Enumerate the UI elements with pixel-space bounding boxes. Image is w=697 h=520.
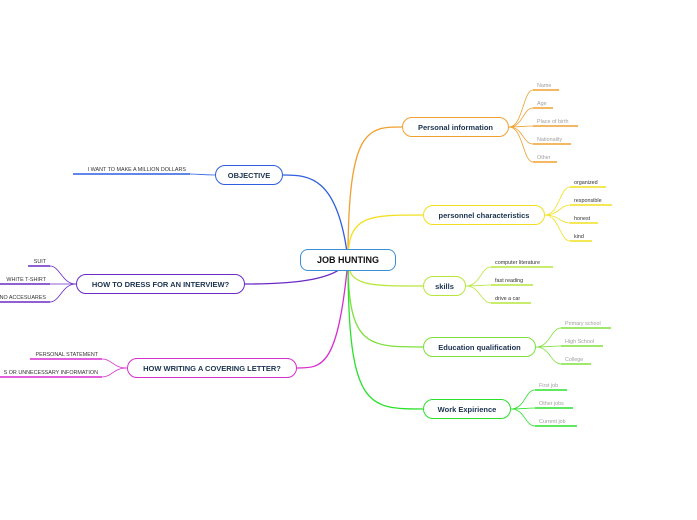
connector-characteristics (347, 214, 424, 261)
leaf-connector-characteristics-1 (544, 186, 571, 216)
leaf-connector-personal-2 (508, 107, 534, 128)
leaf-connector-education-3 (535, 346, 562, 365)
branch-personnel-characteristics[interactable]: personnel characteristics (423, 205, 545, 225)
connector-objective (282, 174, 349, 261)
leaf-skills-3[interactable]: drive a car (495, 296, 521, 302)
leaf-connector-work-1 (510, 389, 536, 410)
branch-personal-information[interactable]: Personal information (402, 117, 509, 137)
leaf-characteristics-4[interactable]: kind (574, 234, 584, 240)
leaf-skills-2[interactable]: fast reading (495, 278, 524, 284)
leaf-personal-2[interactable]: Age (537, 101, 547, 107)
leaf-education-2[interactable]: High School (565, 339, 595, 345)
leaf-connector-skills-3 (465, 285, 492, 304)
branch-objective[interactable]: OBJECTIVE (215, 165, 283, 185)
leaf-objective-1[interactable]: I WANT TO MAKE A MILLION DOLLARS (87, 167, 186, 173)
leaf-characteristics-3[interactable]: honest (574, 216, 591, 222)
leaf-connector-characteristics-4 (544, 214, 571, 242)
leaf-work-3[interactable]: Current job (539, 419, 566, 425)
leaf-personal-5[interactable]: Other (537, 155, 551, 161)
leaf-connector-objective-1 (189, 173, 216, 176)
leaf-work-2[interactable]: Other jobs (539, 401, 564, 407)
leaf-connector-work-3 (510, 408, 536, 427)
leaf-connector-characteristics-3 (544, 214, 571, 224)
connector-letter (296, 259, 349, 369)
leaf-connector-dress-3 (49, 283, 77, 303)
leaf-connector-education-1 (535, 327, 562, 348)
leaf-connector-letter-1 (101, 358, 128, 369)
leaf-skills-1[interactable]: computer literature (495, 260, 540, 266)
leaf-connector-skills-1 (465, 266, 492, 287)
branch-skills[interactable]: skills (423, 276, 466, 296)
branch-how-to-dress[interactable]: HOW TO DRESS FOR AN INTERVIEW? (76, 274, 245, 294)
branch-covering-letter[interactable]: HOW WRITING A COVERING LETTER? (127, 358, 297, 378)
leaf-letter-1[interactable]: PERSONAL STATEMENT (35, 352, 99, 358)
leaf-education-1[interactable]: Primary school (565, 321, 601, 327)
leaf-dress-2[interactable]: WHITE T-SHIRT (6, 277, 46, 283)
leaf-connector-characteristics-2 (544, 204, 571, 216)
leaf-connector-dress-1 (49, 265, 77, 285)
connector-personal (347, 126, 403, 261)
connector-work (347, 259, 424, 410)
leaf-dress-3[interactable]: NO ACCESUARES (0, 295, 46, 301)
leaf-letter-2[interactable]: S OR UNNECESSARY INFORMATION (3, 370, 98, 376)
leaf-dress-1[interactable]: SUIT (33, 259, 46, 265)
leaf-work-1[interactable]: First job (539, 383, 559, 389)
leaf-connector-personal-1 (508, 89, 534, 128)
leaf-characteristics-2[interactable]: responsible (574, 198, 602, 204)
leaf-personal-1[interactable]: Name (537, 83, 552, 89)
leaf-education-3[interactable]: College (565, 357, 584, 363)
central-topic-job-hunting[interactable]: JOB HUNTING (300, 249, 396, 271)
leaf-characteristics-1[interactable]: organized (574, 180, 598, 186)
leaf-connector-letter-2 (101, 367, 128, 378)
leaf-connector-personal-5 (508, 126, 534, 163)
leaf-personal-3[interactable]: Place of birth (537, 119, 569, 125)
branch-education-qualification[interactable]: Education qualification (423, 337, 536, 357)
connector-education (347, 259, 424, 348)
leaf-personal-4[interactable]: Nationality (537, 137, 563, 143)
branch-work-expirience[interactable]: Work Expirience (423, 399, 511, 419)
